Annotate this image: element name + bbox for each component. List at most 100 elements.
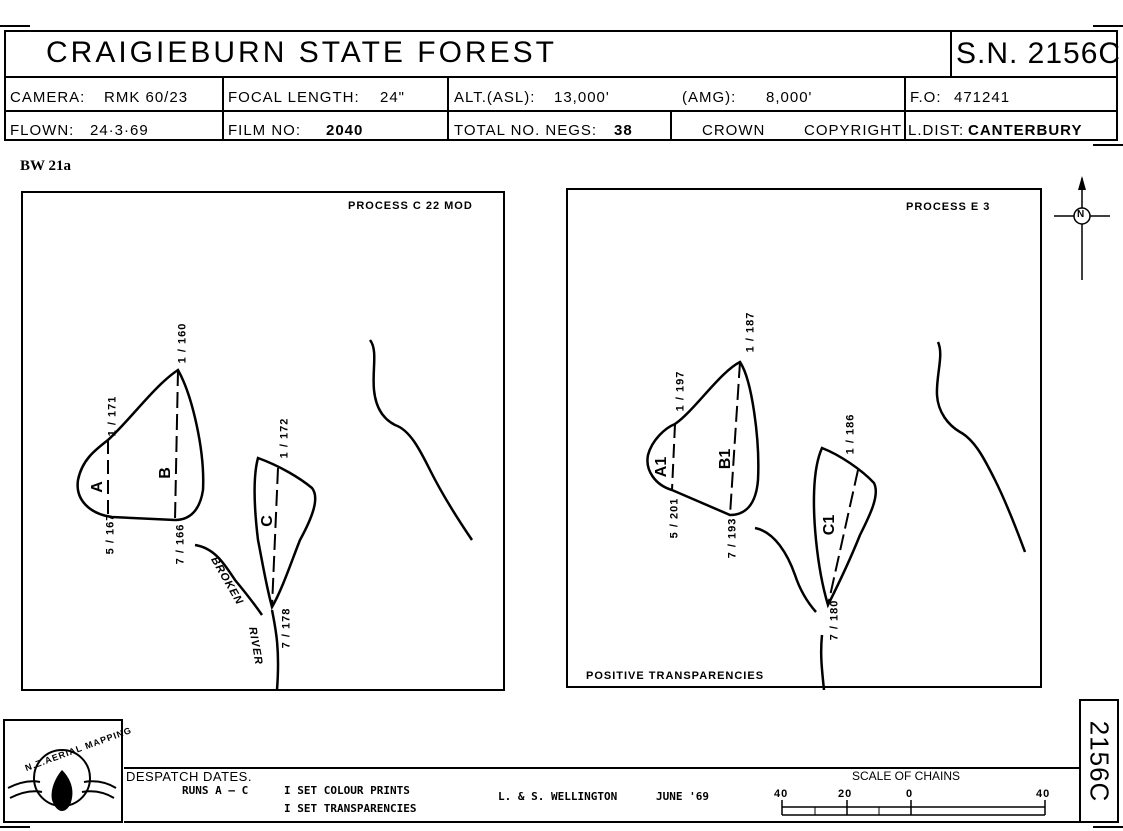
left-run-b-top-label: 1 / 160 xyxy=(176,322,189,364)
left-broken-river xyxy=(194,543,280,691)
left-block-c-outline xyxy=(253,456,317,611)
fo-value: 471241 xyxy=(954,89,1011,106)
scale-tick-label-40l: 40 xyxy=(774,788,789,800)
header-row-divider-2 xyxy=(6,110,1116,112)
right-b1-bot-den: 193 xyxy=(726,517,739,540)
frame-tick-mid-right xyxy=(1093,144,1123,146)
right-run-a1-top-label: 1 / 197 xyxy=(674,370,687,412)
row2-divider-1 xyxy=(222,76,224,139)
row3-divider xyxy=(670,110,672,139)
right-run-a1-bot-label: 5 / 201 xyxy=(668,497,681,539)
left-stream-outline xyxy=(368,339,474,541)
right-run-c1-bot-label: 7 / 180 xyxy=(828,599,841,641)
left-map-frame xyxy=(21,191,505,691)
right-b1-bot-num: 7 xyxy=(726,551,739,559)
left-c-top-den: 172 xyxy=(278,417,291,440)
right-c1-top-num: 1 xyxy=(844,447,857,455)
frame-tick-bot-right xyxy=(1093,826,1123,828)
right-stream-outline xyxy=(935,341,1027,553)
ldist-value: CANTERBURY xyxy=(968,122,1083,139)
frame-tick-top-left xyxy=(0,25,30,27)
bw-label: BW 21a xyxy=(20,158,71,174)
left-process-label: PROCESS C 22 MOD xyxy=(348,200,473,212)
logo-wing-right xyxy=(81,780,117,799)
frame-tick-bot-left xyxy=(0,826,30,828)
set-colour-prints: I SET COLOUR PRINTS xyxy=(284,784,410,797)
right-b1-top-den: 187 xyxy=(744,311,757,334)
north-arrow-circle xyxy=(1073,207,1091,225)
negs-value: 38 xyxy=(614,122,633,139)
right-run-a1-letter: A1 xyxy=(653,456,671,478)
logo-box xyxy=(3,719,123,823)
camera-value: RMK 60/23 xyxy=(104,89,189,106)
fo-label: F.O: xyxy=(910,89,942,106)
left-b-bot-den: 166 xyxy=(174,523,187,546)
amg-value: 8,000' xyxy=(766,89,813,106)
left-a-bot-num: 5 xyxy=(104,547,117,555)
left-run-b-bot-label: 7 / 166 xyxy=(174,523,187,565)
scale-tick-label-20: 20 xyxy=(838,788,853,800)
left-c-top-num: 1 xyxy=(278,451,291,459)
right-run-b1-line xyxy=(729,361,741,516)
left-run-c-line xyxy=(271,467,279,608)
left-b-top-num: 1 xyxy=(176,356,189,364)
right-block-ab-outline xyxy=(646,360,760,517)
left-run-a-top-label: 1 / 171 xyxy=(106,395,119,437)
left-run-b-line xyxy=(174,369,179,521)
focal-label: FOCAL LENGTH: xyxy=(228,89,360,106)
north-label: N xyxy=(1077,209,1085,220)
runs-label: RUNS A – C xyxy=(182,784,249,797)
side-sheet-number: 2156C xyxy=(1084,720,1115,803)
left-c-bot-num: 7 xyxy=(280,641,293,649)
alt-value: 13,000' xyxy=(554,89,610,106)
alt-label: ALT.(ASL): xyxy=(454,89,536,106)
right-c1-top-den: 186 xyxy=(844,413,857,436)
north-arrow-head xyxy=(1078,176,1086,190)
map-title: CRAIGIEBURN STATE FOREST xyxy=(46,36,557,69)
right-b1-top-num: 1 xyxy=(744,345,757,353)
left-run-c-top-label: 1 / 172 xyxy=(278,417,291,459)
negs-label: TOTAL NO. NEGS: xyxy=(454,122,598,139)
right-run-c1-letter: C1 xyxy=(821,514,839,536)
left-a-top-den: 171 xyxy=(106,395,119,418)
sn-divider-2 xyxy=(904,76,906,139)
camera-label: CAMERA: xyxy=(10,89,86,106)
left-a-bot-den: 167 xyxy=(104,513,117,536)
header-row-divider-1 xyxy=(6,76,1116,78)
logo-wing-left xyxy=(7,780,43,799)
right-river xyxy=(754,526,826,691)
frame-tick-top-right xyxy=(1093,25,1123,27)
right-a1-top-den: 197 xyxy=(674,370,687,393)
amg-label: (AMG): xyxy=(682,89,737,106)
left-run-a-bot-label: 5 / 167 xyxy=(104,513,117,555)
right-run-c1-line xyxy=(827,469,859,606)
left-c-bot-den: 178 xyxy=(280,607,293,630)
left-run-c-bot-label: 7 / 178 xyxy=(280,607,293,649)
right-a1-top-num: 1 xyxy=(674,404,687,412)
film-value: 2040 xyxy=(326,122,364,139)
left-a-top-num: 1 xyxy=(106,429,119,437)
ldist-label: L.DIST: xyxy=(908,122,965,139)
sheet-number: S.N. 2156C xyxy=(956,37,1122,70)
left-run-a-letter: A xyxy=(88,481,106,493)
right-footer-label: POSITIVE TRANSPARENCIES xyxy=(586,670,765,682)
despatch-date: JUNE '69 xyxy=(656,790,709,803)
right-run-c1-top-label: 1 / 186 xyxy=(844,413,857,455)
left-b-top-den: 160 xyxy=(176,322,189,345)
row2-divider-2 xyxy=(447,76,449,139)
set-transparencies: I SET TRANSPARENCIES xyxy=(284,802,417,815)
right-a1-bot-den: 201 xyxy=(668,497,681,520)
right-run-b1-bot-label: 7 / 193 xyxy=(726,517,739,559)
sn-divider xyxy=(950,32,952,76)
right-process-label: PROCESS E 3 xyxy=(906,201,991,213)
ls-wellington: L. & S. WELLINGTON xyxy=(498,790,618,803)
right-a1-bot-num: 5 xyxy=(668,531,681,539)
scale-tick-label-0: 0 xyxy=(906,788,914,800)
right-block-c1-outline xyxy=(812,446,877,609)
focal-value: 24" xyxy=(380,89,406,106)
flown-value: 24·3·69 xyxy=(90,122,149,139)
side-sn-box xyxy=(1079,699,1119,823)
right-map-frame xyxy=(566,188,1042,688)
despatch-label: DESPATCH DATES. xyxy=(126,769,252,784)
